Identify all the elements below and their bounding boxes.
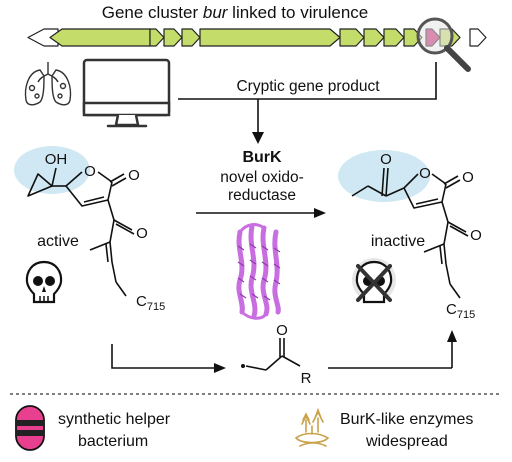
ring-oxygen: O [84, 163, 96, 180]
skull-icon [25, 260, 63, 304]
gene-arrow [383, 28, 405, 47]
gene-arrow [363, 28, 385, 47]
gene-arrow [163, 28, 183, 47]
acyl-intermediate [245, 338, 301, 371]
protein-helix-shading [237, 243, 281, 301]
carbonyl-oxygen: O [136, 225, 148, 242]
enzyme-name: BurK [242, 149, 282, 166]
pipeline-connector [178, 62, 437, 133]
alkyl-chain-label: C715 [136, 293, 165, 313]
arrow-head [252, 132, 264, 144]
enzyme-desc-line1: novel oxido- [220, 169, 304, 186]
bottom-pathway [111, 340, 453, 369]
carbonyl-oxygen: O [128, 167, 140, 184]
r-group-label: R [301, 370, 312, 387]
right-molecule [351, 167, 469, 299]
protein-structure [236, 223, 281, 320]
cluster-title: Gene cluster bur linked to virulence [102, 3, 369, 22]
gene-arrow [49, 28, 151, 47]
gene-arrow [149, 28, 165, 47]
carbonyl-oxygen: O [462, 169, 474, 186]
left-molecule [27, 167, 135, 297]
alkyl-chain-label: C715 [446, 301, 475, 321]
arrow-head [314, 208, 326, 218]
gene-arrow [469, 28, 487, 47]
arrow-head [214, 363, 226, 373]
gene-arrow [339, 28, 365, 47]
magnifier-icon [416, 17, 471, 72]
gene-arrow [27, 28, 59, 47]
computer-icon [82, 58, 171, 128]
arrow-head [447, 330, 457, 342]
carbonyl-oxygen: O [470, 227, 482, 244]
cryptic-gene-label: Cryptic gene product [236, 78, 380, 95]
enzyme-desc-line2: reductase [228, 187, 296, 204]
inactive-label: inactive [371, 233, 425, 250]
lungs-icon [24, 62, 72, 106]
helper-line2: bacterium [78, 433, 148, 450]
burk-like-line2: widespread [365, 433, 448, 450]
active-label: active [37, 233, 79, 250]
intermediate-oxygen: O [276, 322, 288, 339]
gene-arrow [199, 28, 341, 47]
carbonyl-oxygen: O [380, 151, 392, 168]
soil-trees-icon [294, 407, 330, 447]
helper-line1: synthetic helper [58, 411, 171, 428]
burk-like-line1: BurK-like enzymes [340, 411, 473, 428]
gene-cluster [27, 28, 487, 47]
oh-label: OH [45, 151, 68, 168]
crossed-skull-icon [352, 258, 396, 304]
gene-arrow [181, 28, 201, 47]
radical-dot [241, 364, 245, 368]
bacterium-icon [15, 405, 45, 451]
ring-oxygen: O [419, 165, 431, 182]
